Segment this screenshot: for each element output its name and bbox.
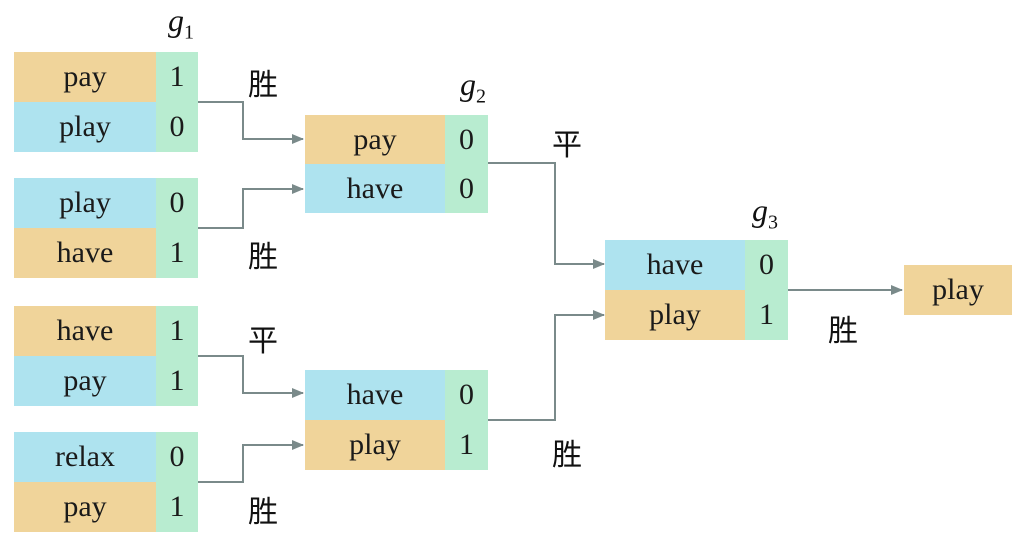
- connector-r1b-to-r2a: [198, 184, 304, 229]
- word-cell: play: [14, 102, 156, 152]
- value-cell: 0: [445, 115, 488, 164]
- word-cell: pay: [14, 52, 156, 102]
- final-winner-box: play: [904, 265, 1012, 315]
- word-cell: play: [14, 178, 156, 228]
- value-cell: 1: [156, 228, 198, 278]
- word-cell: pay: [14, 482, 156, 532]
- value-cell: 0: [745, 240, 788, 290]
- group-label-g2: g2: [460, 66, 486, 108]
- result-label: 胜: [248, 240, 278, 275]
- connector-r1c-to-r2b: [198, 355, 304, 398]
- value-cell: 0: [156, 178, 198, 228]
- word-cell: relax: [14, 432, 156, 482]
- value-cell: 1: [745, 290, 788, 340]
- value-cell: 0: [445, 164, 488, 213]
- result-label: 胜: [248, 495, 278, 530]
- result-label: 胜: [248, 68, 278, 103]
- word-cell: play: [605, 290, 745, 340]
- value-cell: 0: [156, 102, 198, 152]
- word-cell: have: [605, 240, 745, 290]
- word-cell: have: [305, 370, 445, 420]
- word-cell: have: [14, 228, 156, 278]
- value-cell: 1: [156, 482, 198, 532]
- word-cell: have: [305, 164, 445, 213]
- result-label: 平: [552, 128, 582, 163]
- value-cell: 1: [156, 306, 198, 356]
- connector-r2b-to-r3: [488, 310, 605, 421]
- word-cell: pay: [14, 356, 156, 406]
- result-label: 平: [248, 324, 278, 359]
- result-label: 胜: [552, 438, 582, 473]
- value-cell: 1: [156, 356, 198, 406]
- group-label-g3: g3: [752, 192, 778, 234]
- connector-r1a-to-r2a: [198, 101, 304, 144]
- result-label: 胜: [828, 314, 858, 349]
- group-label-g1: g1: [168, 2, 194, 44]
- value-cell: 0: [445, 370, 488, 420]
- word-cell: pay: [305, 115, 445, 164]
- value-cell: 1: [445, 420, 488, 470]
- connector-r1d-to-r2b: [198, 440, 304, 483]
- word-cell: play: [305, 420, 445, 470]
- connector-r2a-to-r3: [488, 162, 605, 269]
- value-cell: 1: [156, 52, 198, 102]
- word-cell: have: [14, 306, 156, 356]
- value-cell: 0: [156, 432, 198, 482]
